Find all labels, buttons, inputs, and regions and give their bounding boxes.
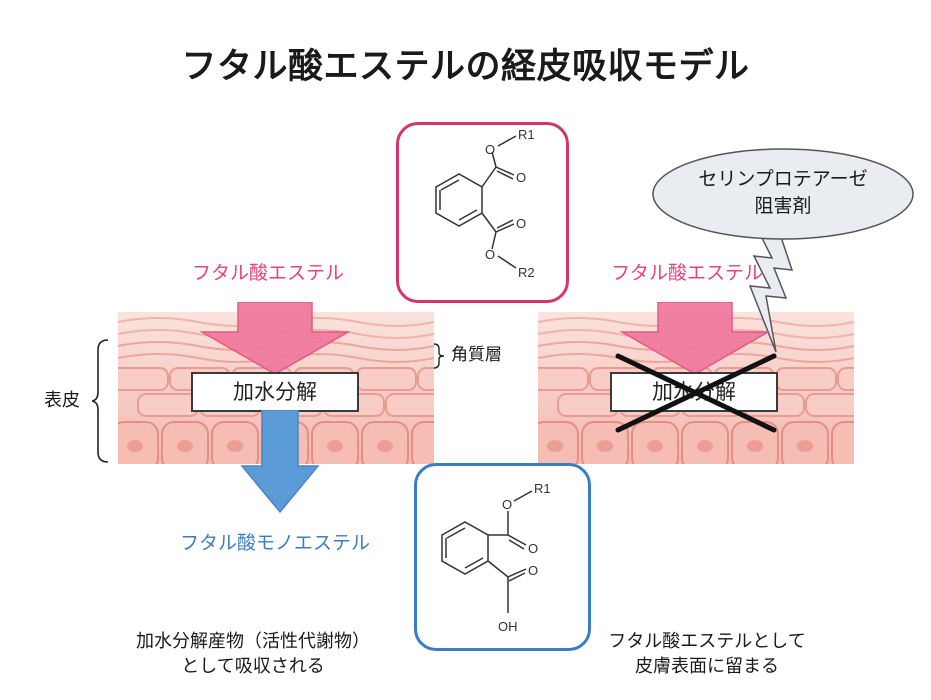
monoester-o-label-1: O <box>502 497 512 512</box>
diester-o-label-3: O <box>516 216 526 231</box>
epidermis-bracket <box>92 339 109 463</box>
monoester-r1-label: R1 <box>534 481 551 496</box>
diester-structure: O O O O R1 R2 <box>435 127 535 280</box>
monoester-o-label-2: O <box>528 541 538 556</box>
left-caption-line2: として吸収される <box>181 656 325 677</box>
bubble-text: セリンプロテアーゼ 阻害剤 <box>653 166 913 220</box>
right-input-label: フタル酸エステル <box>611 262 764 284</box>
left-input-label: フタル酸エステル <box>192 262 345 284</box>
skin-layer-right <box>538 312 854 464</box>
pink-down-arrow-left <box>200 302 350 374</box>
blue-down-arrow <box>240 410 320 514</box>
stratum-corneum-label: 角質層 <box>451 345 502 365</box>
stratum-corneum-bracket <box>433 343 445 369</box>
epidermis-label: 表皮 <box>44 390 80 411</box>
monoester-structure: O O O R1 OH <box>441 481 551 634</box>
hydrolysis-box-left: 加水分解 <box>191 372 359 412</box>
bubble-line2: 阻害剤 <box>754 195 812 217</box>
monoester-structure-frame <box>414 463 591 651</box>
blocked-x-icon <box>615 353 777 433</box>
diester-r1-label: R1 <box>518 127 535 142</box>
left-caption-line1: 加水分解産物（活性代謝物） <box>136 631 370 652</box>
diester-r2-label: R2 <box>518 265 535 280</box>
left-caption: 加水分解産物（活性代謝物） として吸収される <box>98 629 408 679</box>
right-caption-line1: フタル酸エステルとして <box>608 631 806 652</box>
page-title: フタル酸エステルの経皮吸収モデル <box>181 47 750 87</box>
monoester-o-label-3: O <box>528 563 538 578</box>
diester-o-label-1: O <box>485 142 495 157</box>
diester-o-label-4: O <box>485 247 495 262</box>
speech-bubble <box>652 148 914 353</box>
diester-o-label-2: O <box>516 170 526 185</box>
pink-down-arrow-right <box>620 302 770 374</box>
right-caption-line2: 皮膚表面に留まる <box>635 656 779 677</box>
right-caption: フタル酸エステルとして 皮膚表面に留まる <box>602 629 812 679</box>
bubble-line1: セリンプロテアーゼ <box>698 168 868 190</box>
product-label: フタル酸モノエステル <box>180 532 371 554</box>
monoester-oh-label: OH <box>498 619 518 634</box>
